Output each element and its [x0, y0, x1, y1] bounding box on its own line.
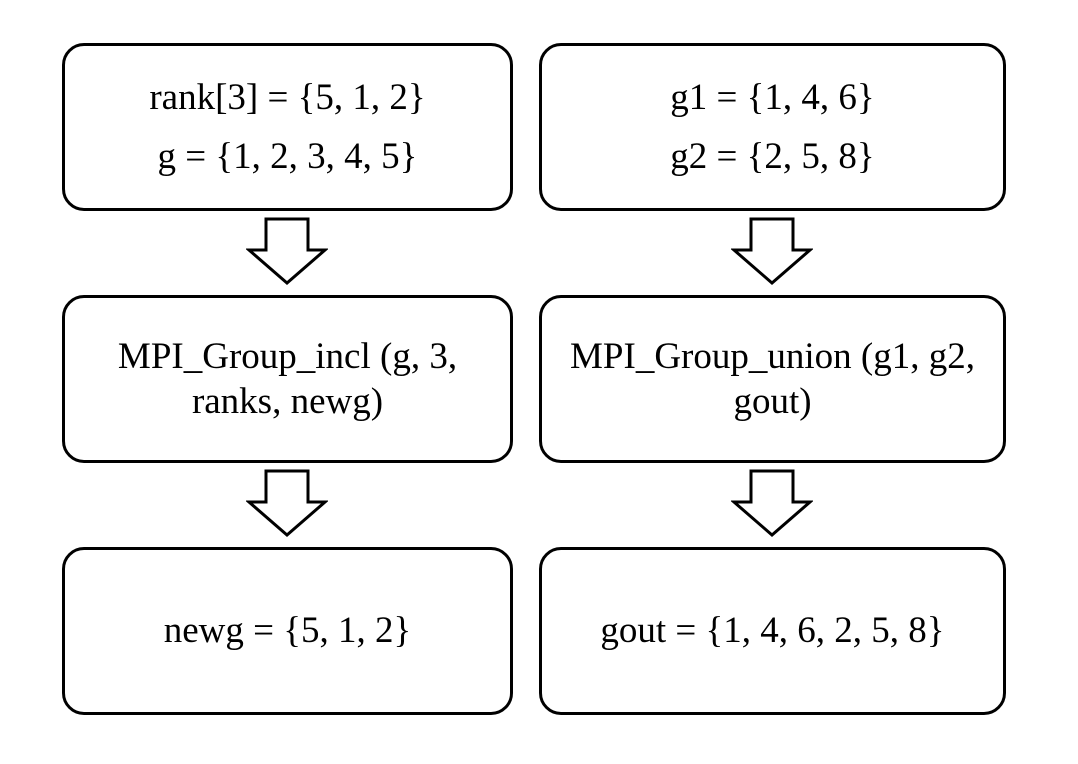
union-result-box: gout = {1, 4, 6, 2, 5, 8}	[539, 547, 1006, 715]
incl-operation-line2: ranks, newg)	[191, 381, 384, 422]
union-input-box: g1 = {1, 4, 6} g2 = {2, 5, 8}	[539, 43, 1006, 211]
union-operation-line2: gout)	[733, 381, 812, 422]
hollow-down-arrow-icon	[246, 469, 328, 537]
union-result-text: gout = {1, 4, 6, 2, 5, 8}	[600, 610, 945, 652]
incl-input-group-text: g = {1, 2, 3, 4, 5}	[157, 136, 418, 177]
incl-operation-line1: MPI_Group_incl (g, 3,	[117, 335, 458, 377]
incl-operation-box: MPI_Group_incl (g, 3, ranks, newg)	[62, 295, 513, 463]
incl-result-box: newg = {5, 1, 2}	[62, 547, 513, 715]
hollow-down-arrow-icon	[731, 217, 813, 285]
hollow-down-arrow-icon	[246, 217, 328, 285]
union-operation-box: MPI_Group_union (g1, g2, gout)	[539, 295, 1006, 463]
union-input-g2-text: g2 = {2, 5, 8}	[670, 136, 875, 177]
incl-input-ranks-text: rank[3] = {5, 1, 2}	[149, 76, 426, 118]
hollow-down-arrow-icon	[731, 469, 813, 537]
incl-input-box: rank[3] = {5, 1, 2} g = {1, 2, 3, 4, 5}	[62, 43, 513, 211]
union-operation-line1: MPI_Group_union (g1, g2,	[570, 335, 975, 377]
union-input-g1-text: g1 = {1, 4, 6}	[670, 76, 875, 118]
incl-result-text: newg = {5, 1, 2}	[163, 610, 412, 652]
